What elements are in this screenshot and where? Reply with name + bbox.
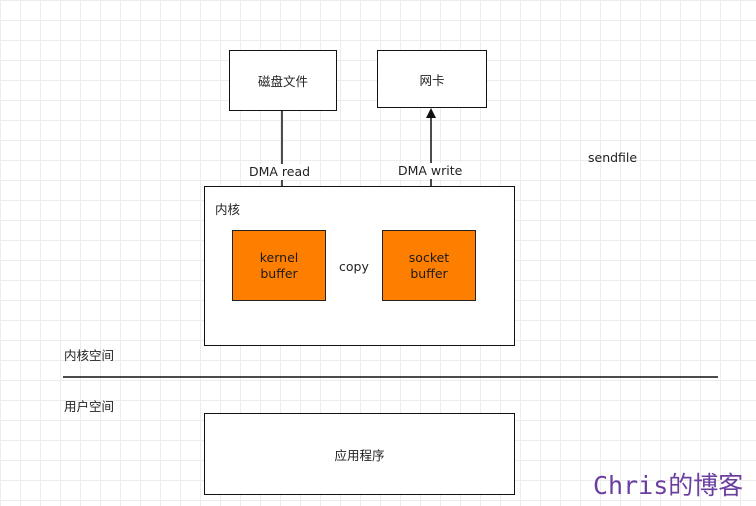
user-space-label: 用户空间 [64, 399, 115, 414]
disk-file-node: 磁盘文件 [229, 50, 337, 111]
sendfile-label: sendfile [588, 150, 638, 165]
kernel-space-label: 内核空间 [64, 348, 115, 363]
dma-read-label: DMA read [249, 164, 311, 180]
nic-label: 网卡 [419, 72, 445, 88]
dma-write-label: DMA write [398, 163, 463, 179]
disk-file-label: 磁盘文件 [257, 74, 308, 89]
kernel-buffer-node: kernel buffer [232, 230, 326, 301]
socket-buffer-line-1: socket [408, 249, 450, 265]
application-node: 应用程序 [204, 413, 515, 495]
application-label: 应用程序 [334, 447, 385, 463]
socket-buffer-line-2: buffer [410, 265, 448, 281]
socket-buffer-node: socket buffer [382, 230, 476, 301]
kernel-buffer-line-1: kernel [259, 249, 299, 265]
kernel-container-label: 内核 [215, 202, 241, 217]
kernel-buffer-line-2: buffer [260, 265, 298, 281]
watermark: Chris的博客 [593, 471, 744, 500]
nic-node: 网卡 [377, 50, 487, 108]
copy-label: copy [339, 259, 369, 275]
